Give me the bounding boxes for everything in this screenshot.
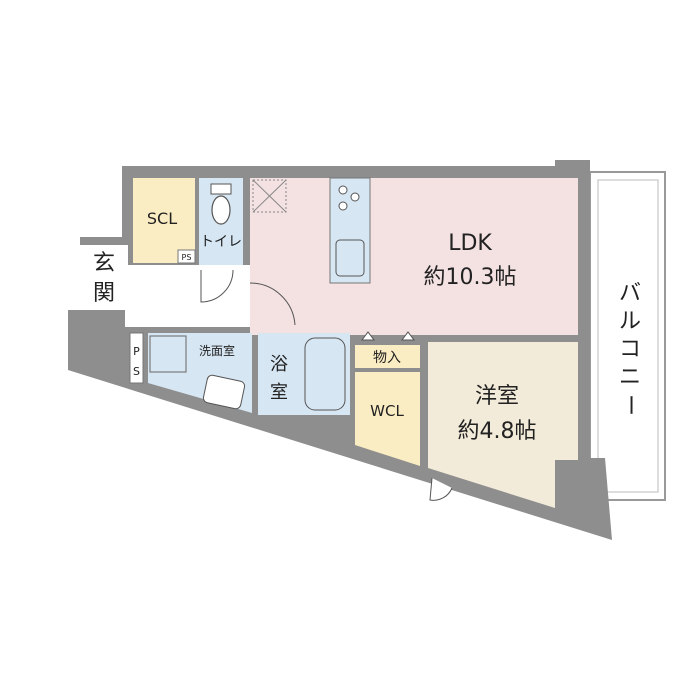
stove-burner-icon xyxy=(350,192,360,202)
toilet-icon xyxy=(211,195,231,225)
stove-burner-icon xyxy=(338,185,348,195)
balcony-label: コ xyxy=(619,337,641,362)
bath-label: 浴 xyxy=(270,354,288,375)
washroom-label: 洗面室 xyxy=(199,343,235,358)
balcony-label: ル xyxy=(619,309,641,334)
toilet-label: トイレ xyxy=(200,234,242,250)
ldk-label: LDK xyxy=(448,231,492,256)
balcony-area xyxy=(589,171,666,501)
door-marker-icon xyxy=(361,331,415,341)
ps-small xyxy=(177,249,196,264)
entrance xyxy=(80,245,128,310)
western-room-size-label: 約4.8帖 xyxy=(458,419,537,444)
entrance-label: 玄 xyxy=(93,251,115,276)
door-swing-icon xyxy=(429,477,453,501)
balcony-inner-line xyxy=(597,179,659,493)
scl-label: SCL xyxy=(147,209,177,228)
entrance-label: 関 xyxy=(93,281,115,306)
balcony-label: ニ xyxy=(619,365,641,390)
ps-vertical-label: S xyxy=(133,365,140,378)
storage-label: 物入 xyxy=(373,350,401,366)
balcony-label: ー xyxy=(617,394,642,416)
western-room-label: 洋室 xyxy=(475,384,519,409)
hallway xyxy=(125,265,255,327)
ventilation-cross-icon xyxy=(252,179,287,213)
ps-vertical xyxy=(129,332,144,384)
washbasin-icon xyxy=(202,374,246,410)
ldk-size-label: 約10.3帖 xyxy=(424,265,517,290)
bathtub-icon xyxy=(304,337,346,411)
stove-burner-icon xyxy=(338,201,348,211)
scl-closet xyxy=(133,178,195,263)
ventilation-icon xyxy=(252,179,287,213)
wcl-label: WCL xyxy=(370,402,404,420)
toilet-tank-icon xyxy=(210,183,232,195)
door-swing-icon xyxy=(200,269,234,303)
wcl-closet xyxy=(355,372,420,466)
ps-vertical-label: P xyxy=(133,345,140,358)
ldk-room xyxy=(250,178,578,335)
washer-space-icon xyxy=(149,335,187,373)
storage xyxy=(355,345,420,368)
bath-label: 室 xyxy=(270,382,288,403)
western-room xyxy=(428,342,578,508)
door-swing-icon xyxy=(249,282,296,326)
ps-small-label: PS xyxy=(182,253,192,262)
balcony-label: バ xyxy=(619,281,641,306)
sink-icon xyxy=(335,239,365,277)
